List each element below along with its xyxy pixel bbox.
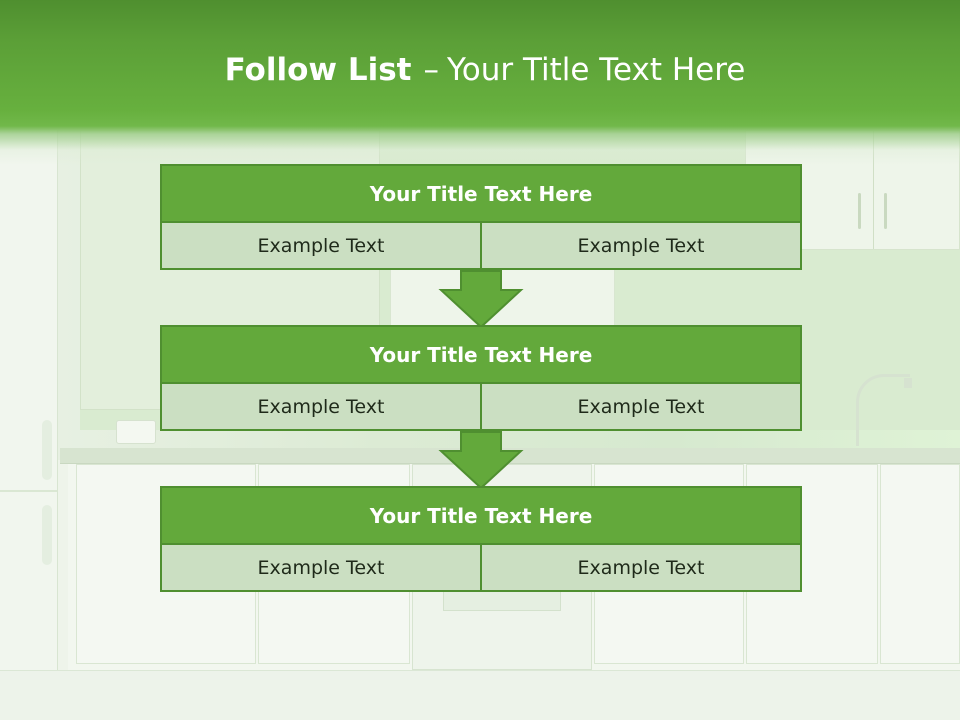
step-box-2: Your Title Text Here Example Text Exampl…: [160, 325, 802, 431]
background-pot: [116, 420, 156, 444]
step-title: Your Title Text Here: [162, 166, 800, 223]
step-title: Your Title Text Here: [162, 327, 800, 384]
step-box-3: Your Title Text Here Example Text Exampl…: [160, 486, 802, 592]
slide-title-rest: Your Title Text Here: [446, 52, 746, 88]
slide-title-dash: –: [423, 52, 439, 88]
step-cell-right: Example Text: [480, 223, 800, 268]
down-arrow-icon: [438, 431, 524, 489]
slide-title: Follow List–Your Title Text Here: [0, 52, 960, 88]
title-band: [0, 0, 960, 165]
step-box-1: Your Title Text Here Example Text Exampl…: [160, 164, 802, 270]
background-floor: [0, 670, 960, 720]
step-title: Your Title Text Here: [162, 488, 800, 545]
step-cell-left: Example Text: [162, 384, 480, 429]
down-arrow-icon: [438, 270, 524, 328]
slide-title-bold: Follow List: [224, 52, 412, 88]
background-faucet: [856, 374, 910, 446]
step-cell-left: Example Text: [162, 223, 480, 268]
background-fridge: [0, 130, 58, 700]
step-cell-right: Example Text: [480, 545, 800, 590]
step-cell-right: Example Text: [480, 384, 800, 429]
step-cell-left: Example Text: [162, 545, 480, 590]
